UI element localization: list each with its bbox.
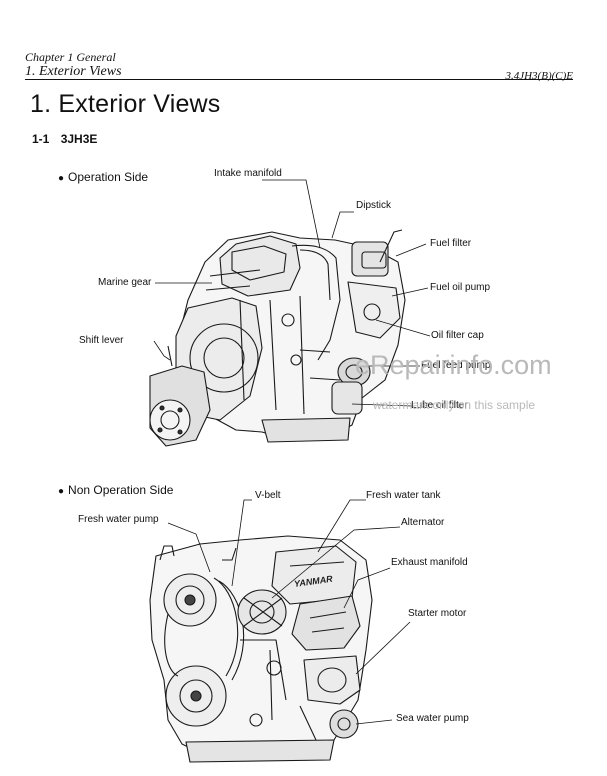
bullet-icon: ● (58, 173, 65, 184)
header-rule (25, 79, 573, 80)
label-starter-motor: Starter motor (408, 608, 467, 619)
subsection-heading: 1-1 3JH3E (32, 132, 97, 146)
label-v-belt: V-belt (255, 490, 281, 501)
page-title: 1. Exterior Views (30, 90, 221, 118)
label-marine-gear: Marine gear (98, 277, 152, 288)
label-fresh-water-pump: Fresh water pump (78, 514, 159, 525)
subsection-title: 3JH3E (60, 132, 98, 146)
label-fresh-water-tank: Fresh water tank (366, 490, 441, 501)
label-intake-manifold: Intake manifold (214, 168, 282, 179)
subsection-number: 1-1 (32, 132, 50, 146)
watermark-site: eRepairinfo.com (355, 350, 552, 380)
label-fuel-feed-pump: Fuel feed pump (421, 360, 491, 371)
operation-side-heading: ●Operation Side (58, 170, 148, 184)
bullet-icon: ● (58, 486, 65, 497)
label-lube-oil-filter: Lube oil filter (411, 400, 468, 411)
operation-side-heading-text: Operation Side (68, 170, 149, 184)
label-sea-water-pump: Sea water pump (396, 713, 469, 724)
label-oil-filter-cap: Oil filter cap (431, 330, 484, 341)
non-operation-side-heading-text: Non Operation Side (68, 483, 174, 497)
watermark-note: watermark only on this sample (373, 398, 536, 412)
label-fuel-filter: Fuel filter (430, 238, 472, 249)
non-operation-side-heading: ●Non Operation Side (58, 483, 173, 497)
label-exhaust-manifold: Exhaust manifold (391, 557, 468, 568)
label-alternator: Alternator (401, 517, 445, 528)
section-header: 1. Exterior Views (25, 64, 122, 79)
label-shift-lever: Shift lever (79, 335, 124, 346)
label-fuel-oil-pump: Fuel oil pump (430, 282, 491, 293)
chapter-header: Chapter 1 General (25, 50, 116, 64)
label-dipstick: Dipstick (356, 200, 392, 211)
